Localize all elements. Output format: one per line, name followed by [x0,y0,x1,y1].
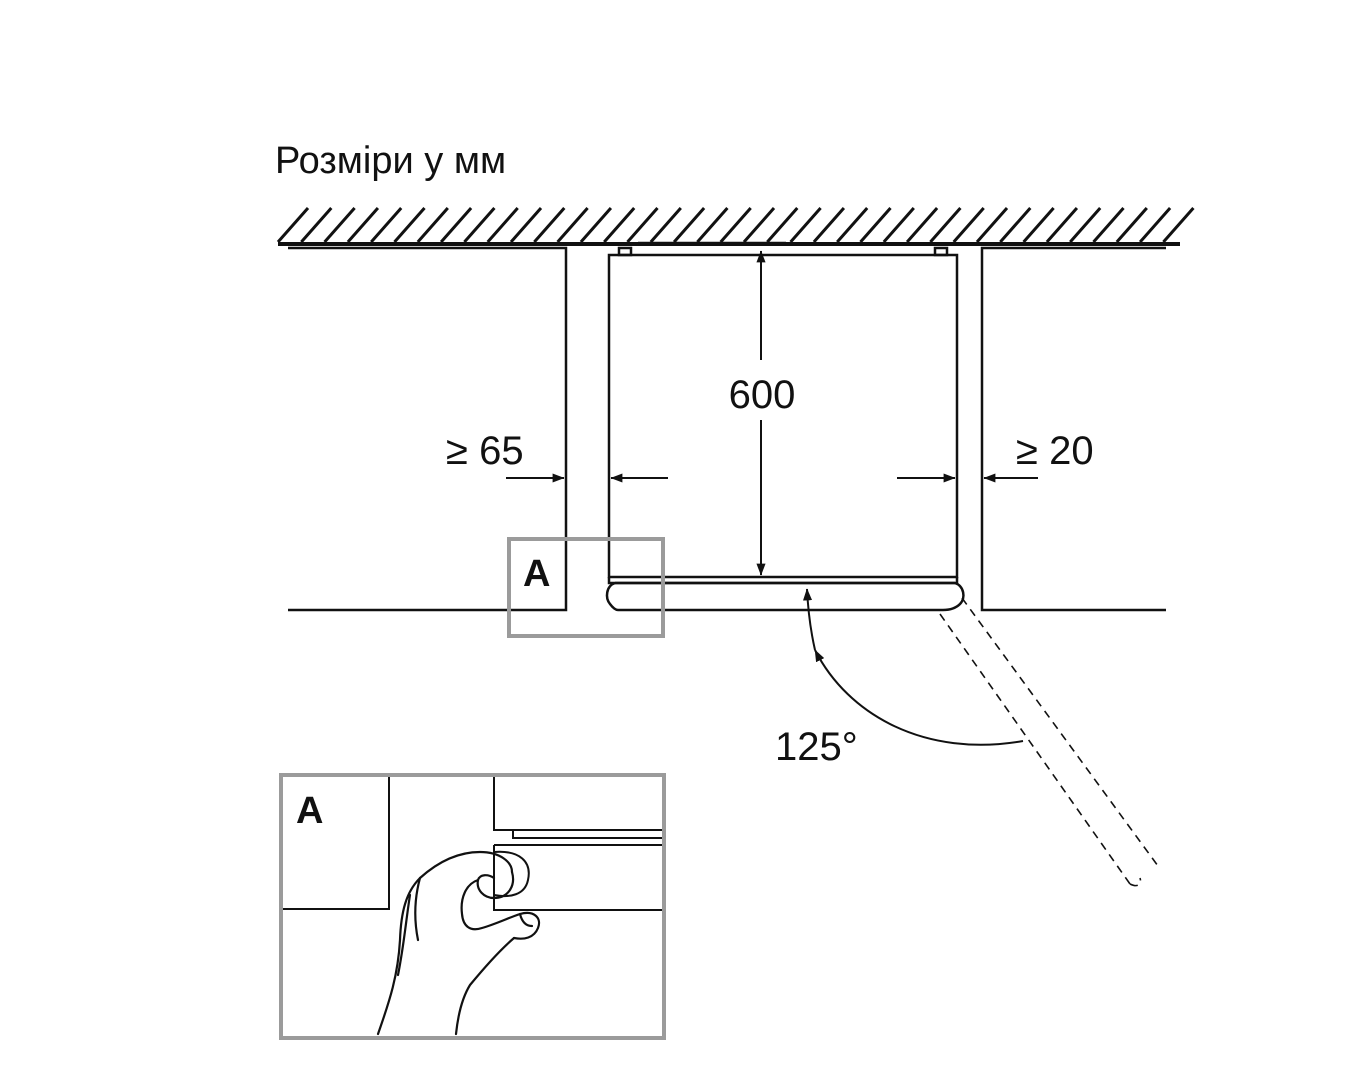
detail-inset-letter: A [296,790,323,832]
hand-illustration [376,850,541,1036]
wall-hatch-line-16 [649,207,682,243]
wall-hatch-line-2 [323,207,356,243]
wall-hatch-line-28 [929,207,962,243]
wall-hatch-line-1 [300,207,333,243]
wall-hatch-line-19 [719,207,752,243]
wall-hatch-line-38 [1162,207,1195,243]
wall-hatch-line-13 [579,207,613,243]
wall-hatch-line-4 [370,207,403,243]
wall-hatch-line-6 [416,207,449,243]
wall-hatch-line-32 [1022,207,1055,243]
wall-hatch-line-0 [276,207,310,243]
wall-hatch-line-11 [533,207,566,243]
depth-label: 600 [729,373,796,417]
left-gap-label: ≥ 65 [446,429,524,473]
appliance-door [605,577,965,612]
detail-inset: A [279,773,666,1040]
wall-hatch-line-36 [1115,207,1148,243]
wall-hatch-line-37 [1138,207,1172,243]
wall-hatch-line-9 [486,207,519,243]
angle-label: 125° [775,725,858,769]
open-door-outline [939,597,1159,887]
dimensions-title: Розміри у мм [275,140,506,182]
wall-hatch-line-27 [905,207,939,243]
left-cabinet [288,246,568,612]
wall [276,207,1195,246]
right-cabinet [980,246,1166,612]
wall-hatch-line-30 [975,207,1009,243]
appliance-body [607,241,959,579]
wall-hatch-line-34 [1069,207,1102,243]
wall-hatch-line-23 [812,207,846,243]
wall-hatch-line-18 [696,207,729,243]
wall-hatch-line-12 [556,207,589,243]
wall-hatch-line-24 [836,207,869,243]
wall-hatch-line-31 [999,207,1032,243]
angle-arc [802,588,1024,746]
wall-hatch-line-10 [509,207,543,243]
wall-hatch-line-15 [626,207,659,243]
detail-marker-frame [507,537,665,638]
wall-hatch-line-17 [672,207,706,243]
wall-hatch-line-25 [859,207,892,243]
wall-hatch-line-3 [346,207,380,243]
right-gap-label: ≥ 20 [1016,429,1094,473]
wall-hatch-line-33 [1045,207,1079,243]
wall-hatch-line-22 [789,207,822,243]
wall-hatch-line-29 [952,207,985,243]
wall-hatch-line-7 [439,207,473,243]
wall-hatch-line-20 [742,207,776,243]
wall-hatch-line-5 [393,207,426,243]
wall-hatch-line-26 [882,207,915,243]
wall-hatch-line-14 [603,207,636,243]
wall-hatch-line-21 [766,207,799,243]
detail-marker-letter: A [523,553,550,595]
wall-hatch-line-8 [463,207,496,243]
wall-hatch-line-35 [1092,207,1125,243]
